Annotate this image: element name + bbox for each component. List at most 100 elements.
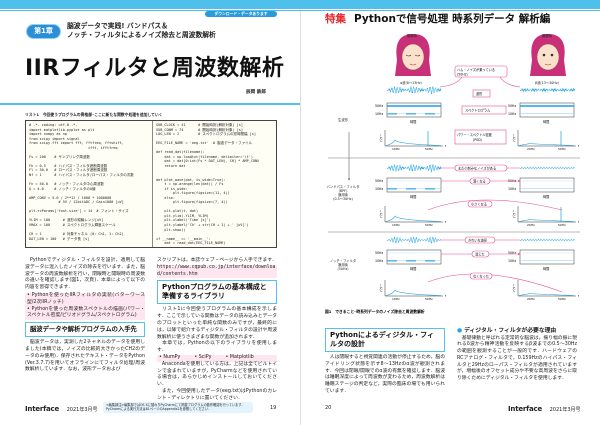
download-badge[interactable]: ダウンロード・データあります	[205, 11, 277, 17]
figure-caption: 図1 できること─時系列データのノイズ除去と周波数解析	[325, 309, 425, 314]
row-label-bpf-after: 適用後	[338, 192, 349, 197]
axis-label-time: 時間	[543, 119, 549, 124]
code-line: # -*- coding: utf-8 -*-	[29, 123, 78, 127]
intro-paragraph: Pythonでディジタル・フィルタを設計，適用して脳波データに混入したノイズの除…	[25, 258, 145, 291]
chapter-subtitle: 脳波データで実践! バンドパス＆ ノッチ・フィルタによるノイズ除去と周波数解析	[67, 22, 216, 39]
title-rule	[0, 103, 300, 105]
bullet-dot-icon: ●	[457, 328, 463, 334]
figure-1: 閉眼時 開眼時 α波(8～13Hz) β波(13～30Hz) ハム・ノイズが乗っ…	[325, 33, 580, 314]
axis-label-power: パワー	[379, 209, 383, 218]
footer-left: Interface 2021年3月号	[25, 405, 98, 413]
footer-right: Interface 2021年3月号	[508, 405, 581, 413]
library-numpy: • NumPy	[159, 354, 181, 360]
code-line: t = np.arange(len(dat)) / Fs	[156, 182, 224, 187]
psd-curve	[518, 143, 575, 146]
article-title: IIRフィルタと周波数解析	[25, 56, 285, 81]
pill-still-noise: まだ小刻みなノイズがある	[458, 165, 496, 170]
author: 辰岡 鉄郎	[246, 90, 266, 95]
editor-note: <編集部注>編集部ではOS Xに替わりPyCharmにて掲載プログラムの動作確認…	[103, 402, 253, 413]
code-line: plt.show()	[156, 227, 186, 232]
heading-data-source: 脳波データや解析プログラムの入手先	[25, 322, 145, 338]
download-url-link[interactable]: https://www.cqpub.co.jp/interface/downlo…	[157, 264, 277, 279]
pill-lighter: 薄くなる	[473, 178, 486, 183]
subheading-reason: ● ディジタル・フィルタが必要な理由	[457, 328, 577, 336]
axis-label-f: f	[578, 294, 580, 298]
code-line: dat = read_dat(EEG_FILE_NAME)	[156, 241, 226, 246]
libs-intro: 本章では，Pythonの以下のライブラリを使用します．	[157, 341, 277, 354]
code-line: plt.plot(t, dat)	[156, 209, 199, 214]
axis-label: 50Hz	[508, 104, 516, 108]
psd-plot-open	[517, 280, 576, 297]
code-line: LOG_LEN = 2 # スペクトログラムの窓時間幅 [s]	[156, 132, 256, 137]
face-eyes-open-icon	[530, 34, 566, 76]
code-line: return dat	[156, 163, 186, 168]
top-band-right	[300, 0, 600, 9]
axis-label-power: パワー	[512, 209, 516, 218]
code-column-left: # -*- coding: utf-8 -*-import matplotlib…	[29, 123, 134, 241]
row-label-bpf-range: (0.5～30Hz)	[333, 197, 353, 201]
eeg-wave-open	[519, 87, 576, 93]
psd-curve	[385, 289, 442, 296]
page-number-right: 20	[325, 405, 332, 411]
spectrogram-open	[519, 249, 575, 265]
pill-clean-wave: きれいな波形	[468, 237, 488, 242]
code-line: plt.ylabel('Ch' + str(CH + 1) + ' [uV]')	[156, 223, 249, 228]
row-label-bpf-abbr: (BPF)	[339, 189, 348, 193]
code-line: Nf = 1 # ハイパス・フィルタ/ローパス・フィルタの次数	[29, 173, 134, 178]
code-line: from scipy.fft import fft, fftfreq, ffts…	[29, 141, 124, 146]
code-line: DAT_LEN = 100 # データ長 [s]	[29, 236, 90, 241]
code-line: dat = np.loadtxt(filename, delimiter='\t…	[156, 154, 253, 159]
axis-label: 50Hz	[375, 179, 383, 183]
code-line: AMP_CONV = 5.0 / 2**12 / 1000 * 1000000	[29, 195, 112, 200]
subtitle-line-1: 脳波データで実践! バンドパス＆	[67, 22, 168, 30]
axis-label-power: パワー	[512, 133, 516, 142]
axis-label-time: 時間	[410, 194, 416, 199]
label-spectrogram: スペクトログラム	[465, 108, 490, 113]
code-line: Fs = 200 # サンプリング周波数	[29, 154, 90, 159]
listing-caption: リスト1 今回使うプログラムの骨格部─ここに新たな関数や処理を追加していく	[25, 112, 163, 117]
eeg-wave-open	[519, 238, 576, 242]
psd-plot-closed	[384, 130, 443, 147]
left-page-column-2: スクリプトは，本誌ウェブ・ページから入手できます． https://www.cq…	[157, 258, 277, 403]
code-line: Fh = 0.5 # ハイパス・フィルタ遮断周波数	[29, 163, 108, 168]
row-label-notch-after: 適用後	[338, 262, 349, 267]
axis-label-50hz: 50Hz	[558, 297, 566, 301]
spectrogram-open	[519, 102, 575, 118]
axis-label-power: パワー	[512, 283, 516, 292]
code-line: if is_wide:	[156, 186, 188, 191]
axis-label-time: 時間	[543, 194, 549, 199]
row-label-notch: ノッチ・フィルタ	[330, 258, 356, 263]
code-line: import numpy as np	[29, 132, 67, 137]
label-psd: パワー・スペクトル密度	[457, 132, 493, 137]
eeg-wave-closed	[386, 164, 442, 173]
top-band	[0, 0, 300, 9]
design-paragraph: 人は閉眼すると視覚関連の活動が停止するため，脳のアイドリング状態を示す8～13H…	[325, 355, 445, 394]
spectrogram-closed	[386, 102, 442, 118]
axis-label-f: f	[445, 220, 447, 224]
spectrogram-open	[519, 177, 575, 193]
axis-label: 10Hz	[375, 112, 383, 116]
code-line: if __name__ == '__main__':	[156, 236, 211, 241]
issue-label: 2021年3月号	[549, 407, 581, 413]
data-paragraph: また，今回使用したデータ(eeg.txt)はPythonのカレント・ディレクトリ…	[157, 388, 277, 401]
label-eyes-open: 開眼時	[542, 33, 553, 38]
subtitle-line-2: ノッチ・フィルタによるノイズ除去と周波数解析	[67, 30, 216, 39]
psd-curve	[518, 293, 575, 296]
psd-plot-closed	[384, 206, 443, 223]
code-line: plt.xlabel('Time [s]')	[156, 218, 211, 223]
psd-curve	[385, 215, 442, 222]
magazine-logo: Interface	[508, 405, 542, 413]
row-label-raw: 生波形	[338, 117, 349, 122]
label-alpha: α波(8～13Hz)	[400, 80, 422, 85]
axis-label: 10Hz	[375, 187, 383, 191]
code-line: Q = 4.0 # ノッチ・フィルタのQ値	[29, 186, 96, 191]
reason-paragraph: 基礎律動と呼ばれる定常的な脳波は，振り幅の振に現れるδ波から精神活動を反映するβ…	[457, 335, 577, 382]
axis-label: 10Hz	[508, 187, 516, 191]
axis-label-low: 20Hz	[527, 297, 535, 301]
axis-label: 10Hz	[508, 112, 516, 116]
top-rule	[0, 10, 300, 11]
library-scipy: • SciPy	[194, 354, 212, 360]
label-beta: β波(13～30Hz)	[535, 80, 559, 85]
listing-divider	[152, 121, 153, 247]
